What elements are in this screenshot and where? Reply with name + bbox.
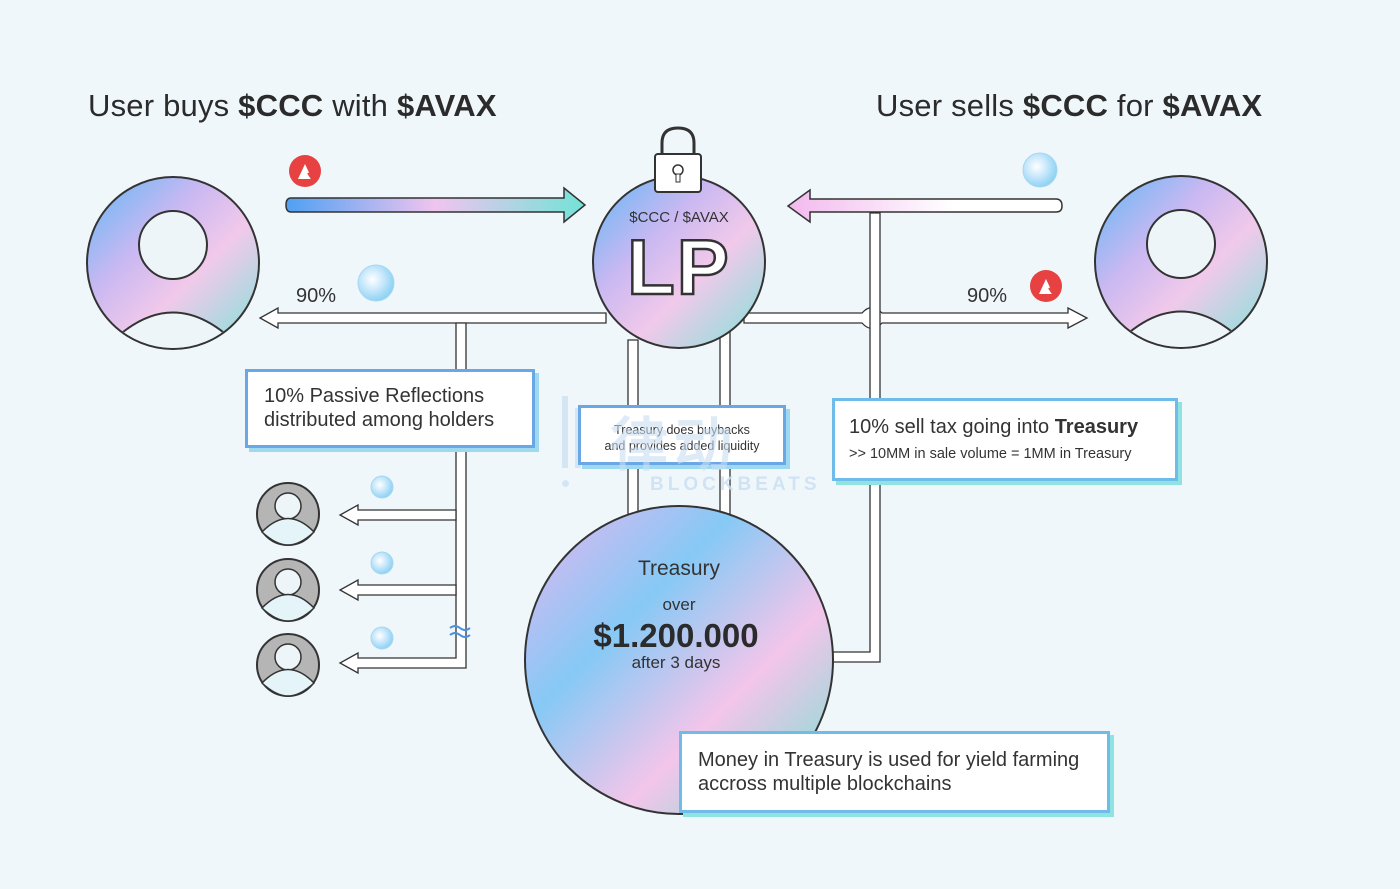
treasury-amount: $1.200.000: [593, 617, 759, 654]
treasury-over: over: [662, 595, 696, 614]
ccc-token-icon: [1022, 152, 1058, 188]
sell-tax-box: 10% sell tax going into Treasury >> 10MM…: [832, 398, 1178, 481]
yield-box: Money in Treasury is used for yield farm…: [679, 731, 1110, 813]
buy-title: User buys $CCC with $AVAX: [88, 88, 497, 123]
buy-arrow: [285, 186, 587, 224]
buyback-line1: Treasury does buybacks: [614, 423, 750, 437]
right-90-arrow: [743, 306, 1089, 330]
lp-label: LP: [626, 222, 731, 313]
seller-avatar: [1094, 175, 1268, 349]
avax-icon: [289, 155, 321, 187]
holder-avatar: [256, 633, 320, 697]
reflections-line2: distributed among holders: [264, 409, 495, 431]
yield-line2: accross multiple blockchains: [698, 773, 952, 795]
ccc-token-icon: [370, 551, 394, 575]
treasury-title: Treasury: [637, 557, 721, 580]
watermark-cn: 律动: [610, 413, 739, 478]
avax-icon: [1030, 270, 1062, 302]
buyback-box: Treasury does buybacks and provides adde…: [578, 405, 786, 465]
sell-arrow: [786, 188, 1063, 224]
reflections-lines: [338, 322, 467, 675]
yield-line1: Money in Treasury is used for yield farm…: [698, 749, 1080, 771]
treasury-text: Treasury over $1.200.000 after 3 days: [525, 557, 833, 673]
lp-pair-label: $CCC / $AVAX: [629, 209, 729, 226]
holder-avatar: [256, 482, 320, 546]
reflections-line1: 10% Passive Reflections: [264, 385, 485, 407]
left-90-arrow: [258, 306, 607, 330]
sell-title: User sells $CCC for $AVAX: [876, 88, 1263, 123]
ccc-token-icon: [370, 475, 394, 499]
break-symbol: [449, 625, 471, 638]
sell-tax-line2: >> 10MM in sale volume = 1MM in Treasury: [849, 446, 1132, 462]
treasury-after: after 3 days: [631, 653, 721, 672]
sell-tax-line1: 10% sell tax going into Treasury: [849, 416, 1139, 438]
buyer-avatar: [86, 176, 260, 350]
ccc-token-icon: [370, 626, 394, 650]
ccc-token-icon: [357, 264, 395, 302]
left-percentage: 90%: [296, 285, 337, 307]
right-percentage: 90%: [967, 285, 1008, 307]
holder-avatar: [256, 558, 320, 622]
watermark-en: BLOCKBEATS: [650, 474, 821, 495]
buyback-line2: and provides added liquidity: [604, 439, 760, 453]
reflections-box: 10% Passive Reflections distributed amon…: [245, 369, 535, 448]
lock-icon: [654, 126, 702, 193]
